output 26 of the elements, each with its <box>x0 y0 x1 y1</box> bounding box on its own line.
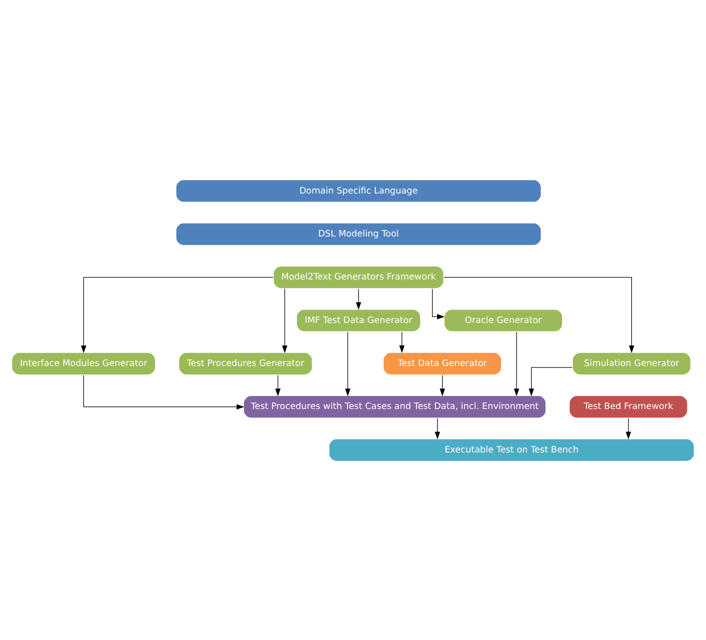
arrow <box>528 366 572 396</box>
arrow <box>80 276 274 353</box>
arrow <box>83 374 244 410</box>
arrow <box>444 276 634 353</box>
arrow <box>356 288 362 310</box>
node-box: Executable Test on Test Bench <box>328 437 696 462</box>
arrow <box>345 331 350 396</box>
node-box: IMF Test Data Generator <box>296 308 422 332</box>
node-box: Model2Text Generators Framework <box>272 264 445 289</box>
node-box: Test Data Generator <box>382 351 502 376</box>
node-box: Simulation Generator <box>572 351 692 376</box>
arrow <box>514 331 520 396</box>
node-box: Interface Modules Generator <box>10 351 156 376</box>
node-box: DSL Modeling Tool <box>175 222 542 246</box>
arrow <box>282 288 288 353</box>
arrow <box>440 374 446 396</box>
arrow <box>626 418 632 439</box>
node-box: Test Procedures Generator <box>178 351 314 376</box>
arrow <box>399 331 405 353</box>
node-box: Domain Specific Language <box>175 178 542 203</box>
node-box: Test Bed Framework <box>568 394 688 418</box>
arrow <box>434 418 440 439</box>
node-box: Oracle Generator <box>443 308 564 332</box>
node-box: Test Procedures with Test Cases and Test Data, incl. Environment <box>242 394 547 418</box>
arrow <box>275 374 281 396</box>
arrow <box>432 288 445 319</box>
